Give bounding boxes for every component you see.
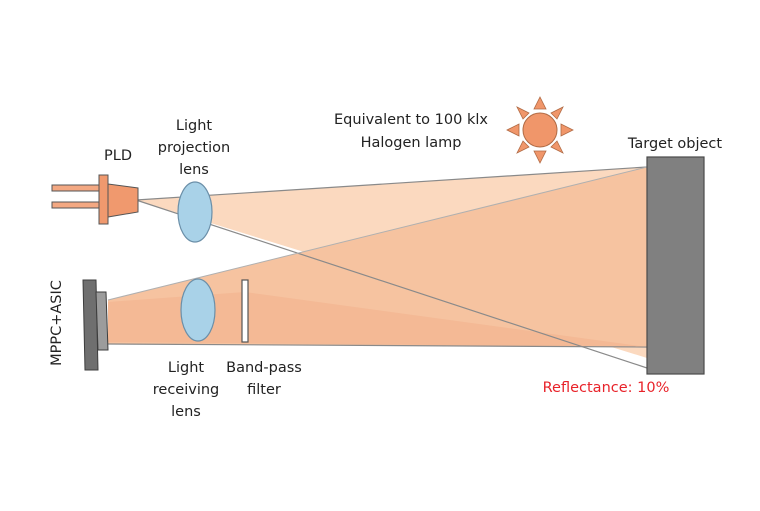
emission-beam-upper-edge [135, 166, 648, 201]
receiver-mppc-asic [82, 279, 109, 371]
receiving-lens [180, 278, 216, 342]
label-projection-lens-line3: lens [179, 162, 209, 178]
projection-lens [177, 181, 213, 243]
label-receiving-lens-line2: receiving [153, 382, 220, 398]
emission-beam-lower-edge [135, 199, 648, 369]
label-pld: PLD [104, 148, 132, 164]
label-filter-line2: filter [247, 382, 281, 398]
label-sun-line2: Halogen lamp [361, 135, 462, 151]
reflected-beam-upper-edge [107, 166, 648, 301]
sun-icon [506, 96, 574, 164]
label-receiving-lens-line3: lens [171, 404, 201, 420]
label-receiver: MPPC+ASIC [49, 280, 65, 366]
pld-laser-diode [51, 174, 139, 225]
label-reflectance: Reflectance: 10% [543, 380, 670, 396]
label-sun-line1: Equivalent to 100 klx [334, 112, 488, 128]
label-target-object: Target object [627, 136, 722, 152]
band-pass-filter [241, 279, 249, 343]
reflected-beam-lower-edge [107, 343, 648, 348]
label-filter-line1: Band-pass [226, 360, 302, 376]
label-projection-lens-line1: Light [176, 118, 213, 134]
label-receiving-lens-line1: Light [168, 360, 205, 376]
target-object [646, 156, 705, 375]
label-projection-lens-line2: projection [158, 140, 230, 156]
